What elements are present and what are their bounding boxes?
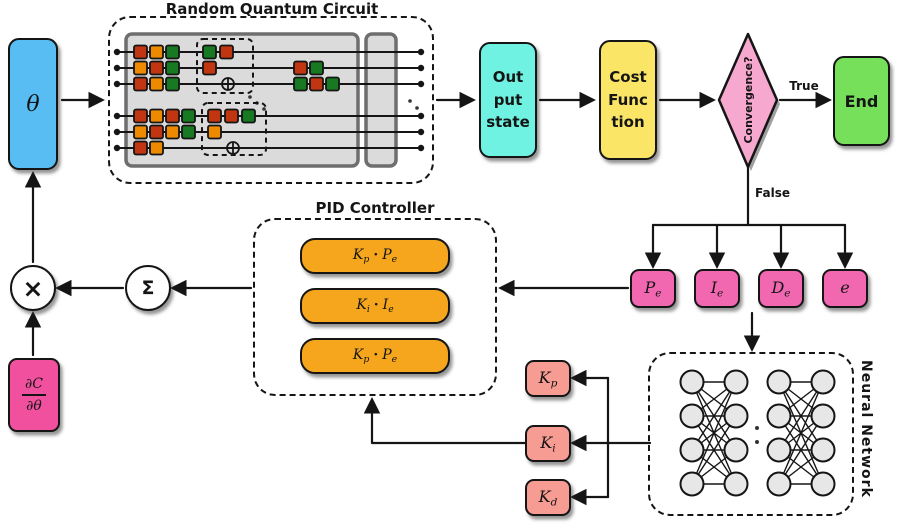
- ki-base: K: [540, 432, 553, 452]
- nn-nodes: [679, 369, 836, 497]
- pid-term-derivative: Kp·Pe: [300, 338, 450, 374]
- kd-label: Kd: [539, 487, 558, 509]
- kp-sub: p: [550, 377, 558, 390]
- cost-function-box: Cost Func tion: [599, 40, 657, 160]
- cost-function-line-3: tion: [611, 113, 645, 132]
- times-symbol: ×: [22, 273, 44, 303]
- kd-gain-box: Kd: [525, 479, 571, 516]
- ie-base: I: [710, 277, 718, 297]
- output-state-text: Out put state: [486, 66, 530, 134]
- circuit-title: Random Quantum Circuit: [165, 0, 379, 18]
- e-base: e: [840, 277, 850, 297]
- neural-network-title: Neural Network: [858, 360, 874, 498]
- false-label: False: [755, 186, 790, 200]
- pid-term-integral: Ki·Ie: [300, 288, 450, 324]
- output-state-line-3: state: [486, 113, 530, 132]
- cost-function-text: Cost Func tion: [608, 66, 648, 134]
- derivative-error-box: De: [758, 269, 804, 308]
- pid2-gain: K: [356, 296, 367, 313]
- pid3-gain: K: [352, 346, 364, 363]
- integral-error-box: Ie: [694, 269, 740, 308]
- sum-node: Σ: [125, 265, 171, 311]
- pe-sub: e: [655, 287, 662, 300]
- multiply-node: ×: [10, 265, 56, 311]
- quantum-gates: [133, 38, 340, 156]
- nn-ellipsis-dots: [755, 426, 759, 444]
- kp-gain-box: Kp: [525, 360, 571, 397]
- pid-controller-title: PID Controller: [315, 199, 435, 217]
- pid3-error-sub: e: [391, 354, 398, 366]
- output-state-box: Out put state: [479, 42, 537, 158]
- pid-term-proportional: Kp·Pe: [300, 238, 450, 274]
- proportional-error-box: Pe: [630, 269, 676, 308]
- de-base: D: [771, 277, 785, 297]
- convergence-diamond: [717, 32, 780, 171]
- pid3-error: P: [382, 346, 392, 363]
- kp-base: K: [538, 367, 551, 387]
- ie-label: Ie: [711, 278, 724, 300]
- de-sub: e: [784, 287, 791, 300]
- theta-label: θ: [26, 91, 40, 117]
- ki-label: Ki: [540, 433, 555, 455]
- output-state-line-2: put: [493, 90, 523, 109]
- pe-label: Pe: [644, 278, 661, 300]
- neural-network-graph: [679, 369, 836, 497]
- pid2-error-sub: e: [388, 304, 394, 316]
- end-box: End: [833, 56, 890, 146]
- end-label: End: [844, 91, 879, 111]
- pid1-error: P: [382, 246, 392, 263]
- ie-sub: e: [717, 287, 724, 300]
- gradient-fraction: ∂C ∂θ: [22, 376, 46, 414]
- pid2-operator: ·: [373, 296, 379, 313]
- pid1-gain: K: [352, 246, 364, 263]
- pid-term-2-text: Ki·Ie: [356, 297, 393, 315]
- pid1-operator: ·: [373, 246, 379, 263]
- de-label: De: [771, 278, 790, 300]
- pid1-gain-sub: p: [363, 254, 370, 266]
- gradient-denominator: ∂θ: [26, 398, 42, 414]
- pid-term-1-text: Kp·Pe: [353, 247, 397, 265]
- kp-label: Kp: [539, 368, 558, 390]
- wire-endpoints: [113, 48, 425, 152]
- ki-sub: i: [552, 442, 556, 455]
- pid-term-3-text: Kp·Pe: [353, 347, 397, 365]
- e-label: e: [840, 278, 849, 300]
- pid3-gain-sub: p: [363, 354, 370, 366]
- gradient-numerator: ∂C: [22, 376, 46, 396]
- kd-sub: d: [550, 496, 558, 509]
- pe-base: P: [644, 277, 656, 297]
- pid2-error: I: [382, 296, 389, 313]
- error-box: e: [822, 269, 868, 308]
- theta-box: θ: [8, 38, 58, 170]
- pid1-error-sub: e: [391, 254, 398, 266]
- pid2-gain-sub: i: [366, 304, 370, 316]
- convergence-label: Convergence?: [741, 56, 755, 144]
- quantum-circuit-illustration: [113, 32, 425, 168]
- output-state-line-1: Out: [492, 68, 524, 87]
- flow-arrows: [24, 91, 854, 506]
- cost-function-line-1: Cost: [609, 68, 647, 87]
- true-label: True: [789, 79, 819, 93]
- pid3-operator: ·: [373, 346, 379, 363]
- cost-function-line-2: Func: [608, 90, 648, 109]
- sigma-symbol: Σ: [141, 277, 155, 299]
- kd-base: K: [538, 486, 551, 506]
- gradient-box: ∂C ∂θ: [8, 358, 60, 432]
- ki-gain-box: Ki: [525, 425, 571, 462]
